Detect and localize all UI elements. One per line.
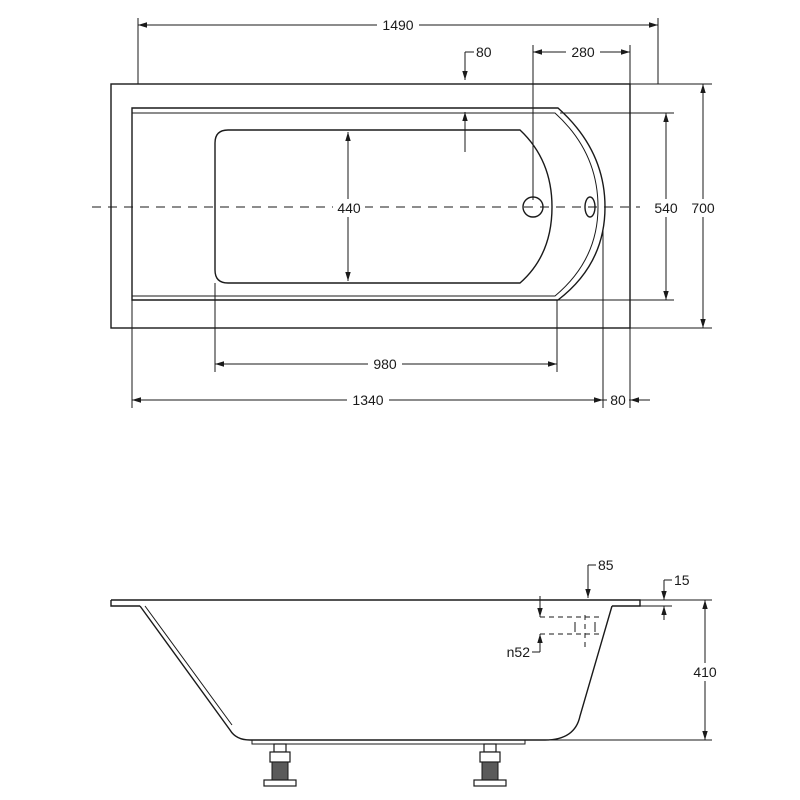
support-leg-left	[263, 743, 297, 787]
dim-440-bg	[333, 199, 365, 217]
dim-980-bg	[368, 355, 402, 373]
plan-inner-shell-offset	[132, 112, 599, 297]
side-rim	[110, 599, 641, 607]
dim-540-bg	[650, 199, 682, 217]
dim-label-80-top: 80	[476, 44, 492, 60]
dim-label-700: 700	[691, 200, 715, 216]
side-tub-body	[139, 605, 613, 741]
plan-inner-shell	[131, 107, 606, 301]
dim-label-410: 410	[693, 664, 717, 680]
dim-label-440: 440	[337, 200, 361, 216]
dim-280-bg	[566, 43, 600, 61]
dim-label-1490: 1490	[382, 17, 413, 33]
dim-label-15: 15	[674, 572, 690, 588]
dim-80-bottom-bg	[607, 391, 629, 409]
dim-700-bg	[687, 199, 719, 217]
side-base-plate	[251, 740, 526, 745]
side-view: 85 15 n52 410	[110, 557, 722, 787]
dim-label-80-bottom: 80	[610, 392, 626, 408]
overflow-hole-icon	[584, 196, 596, 218]
plan-view: 1490 80 280 440 540 700 980	[92, 16, 719, 409]
plan-basin-bottom	[214, 129, 553, 284]
support-leg-right	[473, 743, 507, 787]
side-tub-body-inner	[144, 605, 233, 726]
plan-outer-rim	[110, 83, 631, 329]
dim-label-280: 280	[571, 44, 595, 60]
dim-label-n52: n52	[507, 644, 531, 660]
dim-1340-bg	[347, 391, 389, 409]
dim-label-1340: 1340	[352, 392, 383, 408]
dim-410-bg	[690, 663, 722, 681]
dim-1490-bg	[377, 16, 419, 34]
dim-label-85: 85	[598, 557, 614, 573]
dim-label-540: 540	[654, 200, 678, 216]
dim-label-980: 980	[373, 356, 397, 372]
